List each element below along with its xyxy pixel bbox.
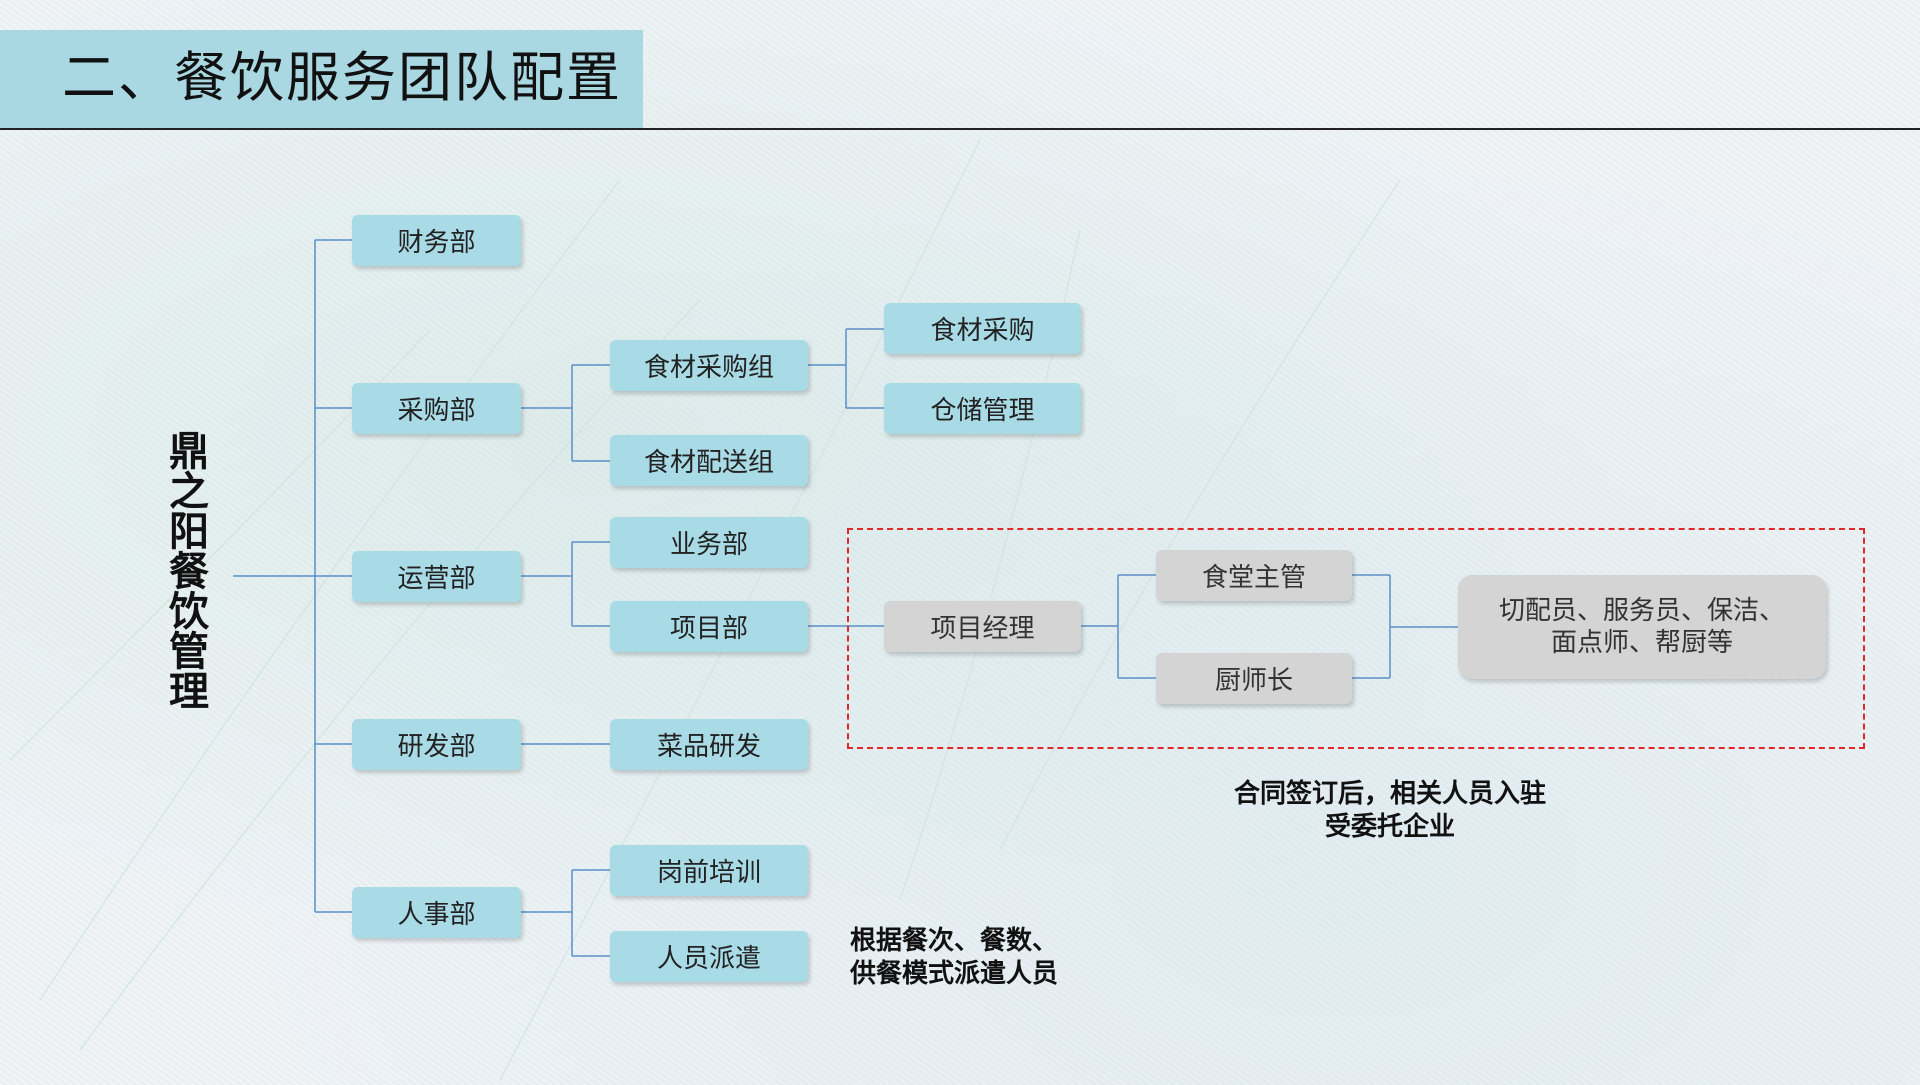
node-rnd-dept: 研发部 <box>352 719 521 770</box>
dispatch-note-line-1: 根据餐次、餐数、 <box>850 926 1059 956</box>
project-team-dashed-frame <box>847 528 1865 749</box>
node-storage-management: 仓储管理 <box>884 383 1081 434</box>
node-hr-dept: 人事部 <box>352 887 521 938</box>
title-divider <box>0 128 1920 130</box>
node-dish-rnd: 菜品研发 <box>610 719 808 770</box>
title-bar <box>0 30 643 128</box>
page-title: 二、餐饮服务团队配置 <box>62 46 622 109</box>
dispatch-note: 根据餐次、餐数、 供餐模式派遣人员 <box>850 925 1110 991</box>
node-frontline-staff: 切配员、服务员、保洁、 面点师、帮厨等 <box>1458 575 1826 679</box>
node-operations-dept: 运营部 <box>352 551 521 602</box>
node-finance-dept: 财务部 <box>352 215 521 266</box>
dispatch-note-line-2: 供餐模式派遣人员 <box>850 959 1059 989</box>
staff-line-2: 面点师、帮厨等 <box>1550 628 1733 658</box>
node-ingredient-purchase-group: 食材采购组 <box>610 340 808 391</box>
staff-line-1: 切配员、服务员、保洁、 <box>1498 596 1785 626</box>
node-project-dept: 项目部 <box>610 601 808 652</box>
org-root-label: 鼎之阳餐饮管理 <box>162 430 209 710</box>
node-head-chef: 厨师长 <box>1156 653 1352 704</box>
node-staff-dispatch: 人员派遣 <box>610 931 808 982</box>
node-ingredient-purchase: 食材采购 <box>884 303 1081 354</box>
contract-note-line-1: 合同签订后，相关人员入驻 <box>1233 779 1546 809</box>
node-ingredient-delivery-group: 食材配送组 <box>610 435 808 486</box>
node-procurement-dept: 采购部 <box>352 383 521 434</box>
contract-note: 合同签订后，相关人员入驻 受委托企业 <box>1205 778 1575 844</box>
contract-note-line-2: 受委托企业 <box>1324 812 1455 842</box>
node-project-manager: 项目经理 <box>884 601 1081 652</box>
node-canteen-supervisor: 食堂主管 <box>1156 550 1352 601</box>
node-business-dept: 业务部 <box>610 517 808 568</box>
node-pre-job-training: 岗前培训 <box>610 845 808 896</box>
